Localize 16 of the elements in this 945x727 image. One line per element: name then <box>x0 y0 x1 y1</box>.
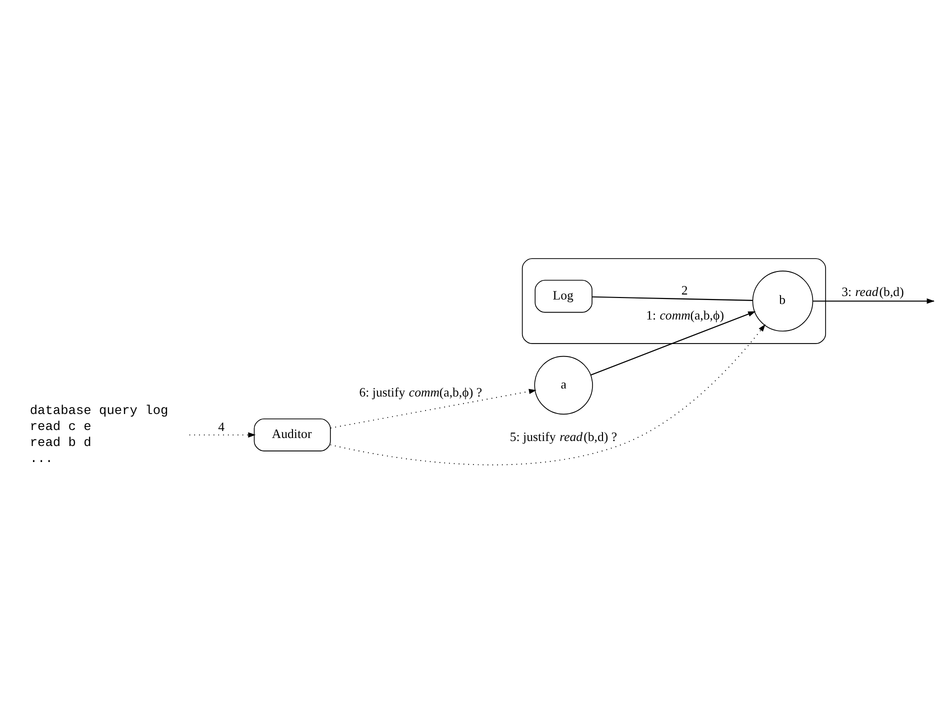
arrow <box>330 324 766 465</box>
edge-label: 1: comm(a,b,ϕ) <box>646 308 724 322</box>
node-circle: a <box>534 355 593 414</box>
connector <box>592 296 753 300</box>
arrow <box>188 432 256 438</box>
edge-label: 4 <box>218 419 225 434</box>
edge-label: 2 <box>681 283 688 298</box>
edge-label: 5: justify read(b,d) ? <box>510 430 618 444</box>
cluster <box>522 258 826 344</box>
arrow <box>590 310 756 375</box>
arrow <box>330 388 536 428</box>
node-text: database query log read c e read b d ... <box>30 402 168 466</box>
edge-label: 3: read(b,d) <box>842 284 904 299</box>
node-box: Log <box>534 279 592 312</box>
node-box: Auditor <box>254 418 331 451</box>
edge-label: 6: justify comm(a,b,ϕ) ? <box>359 384 482 399</box>
